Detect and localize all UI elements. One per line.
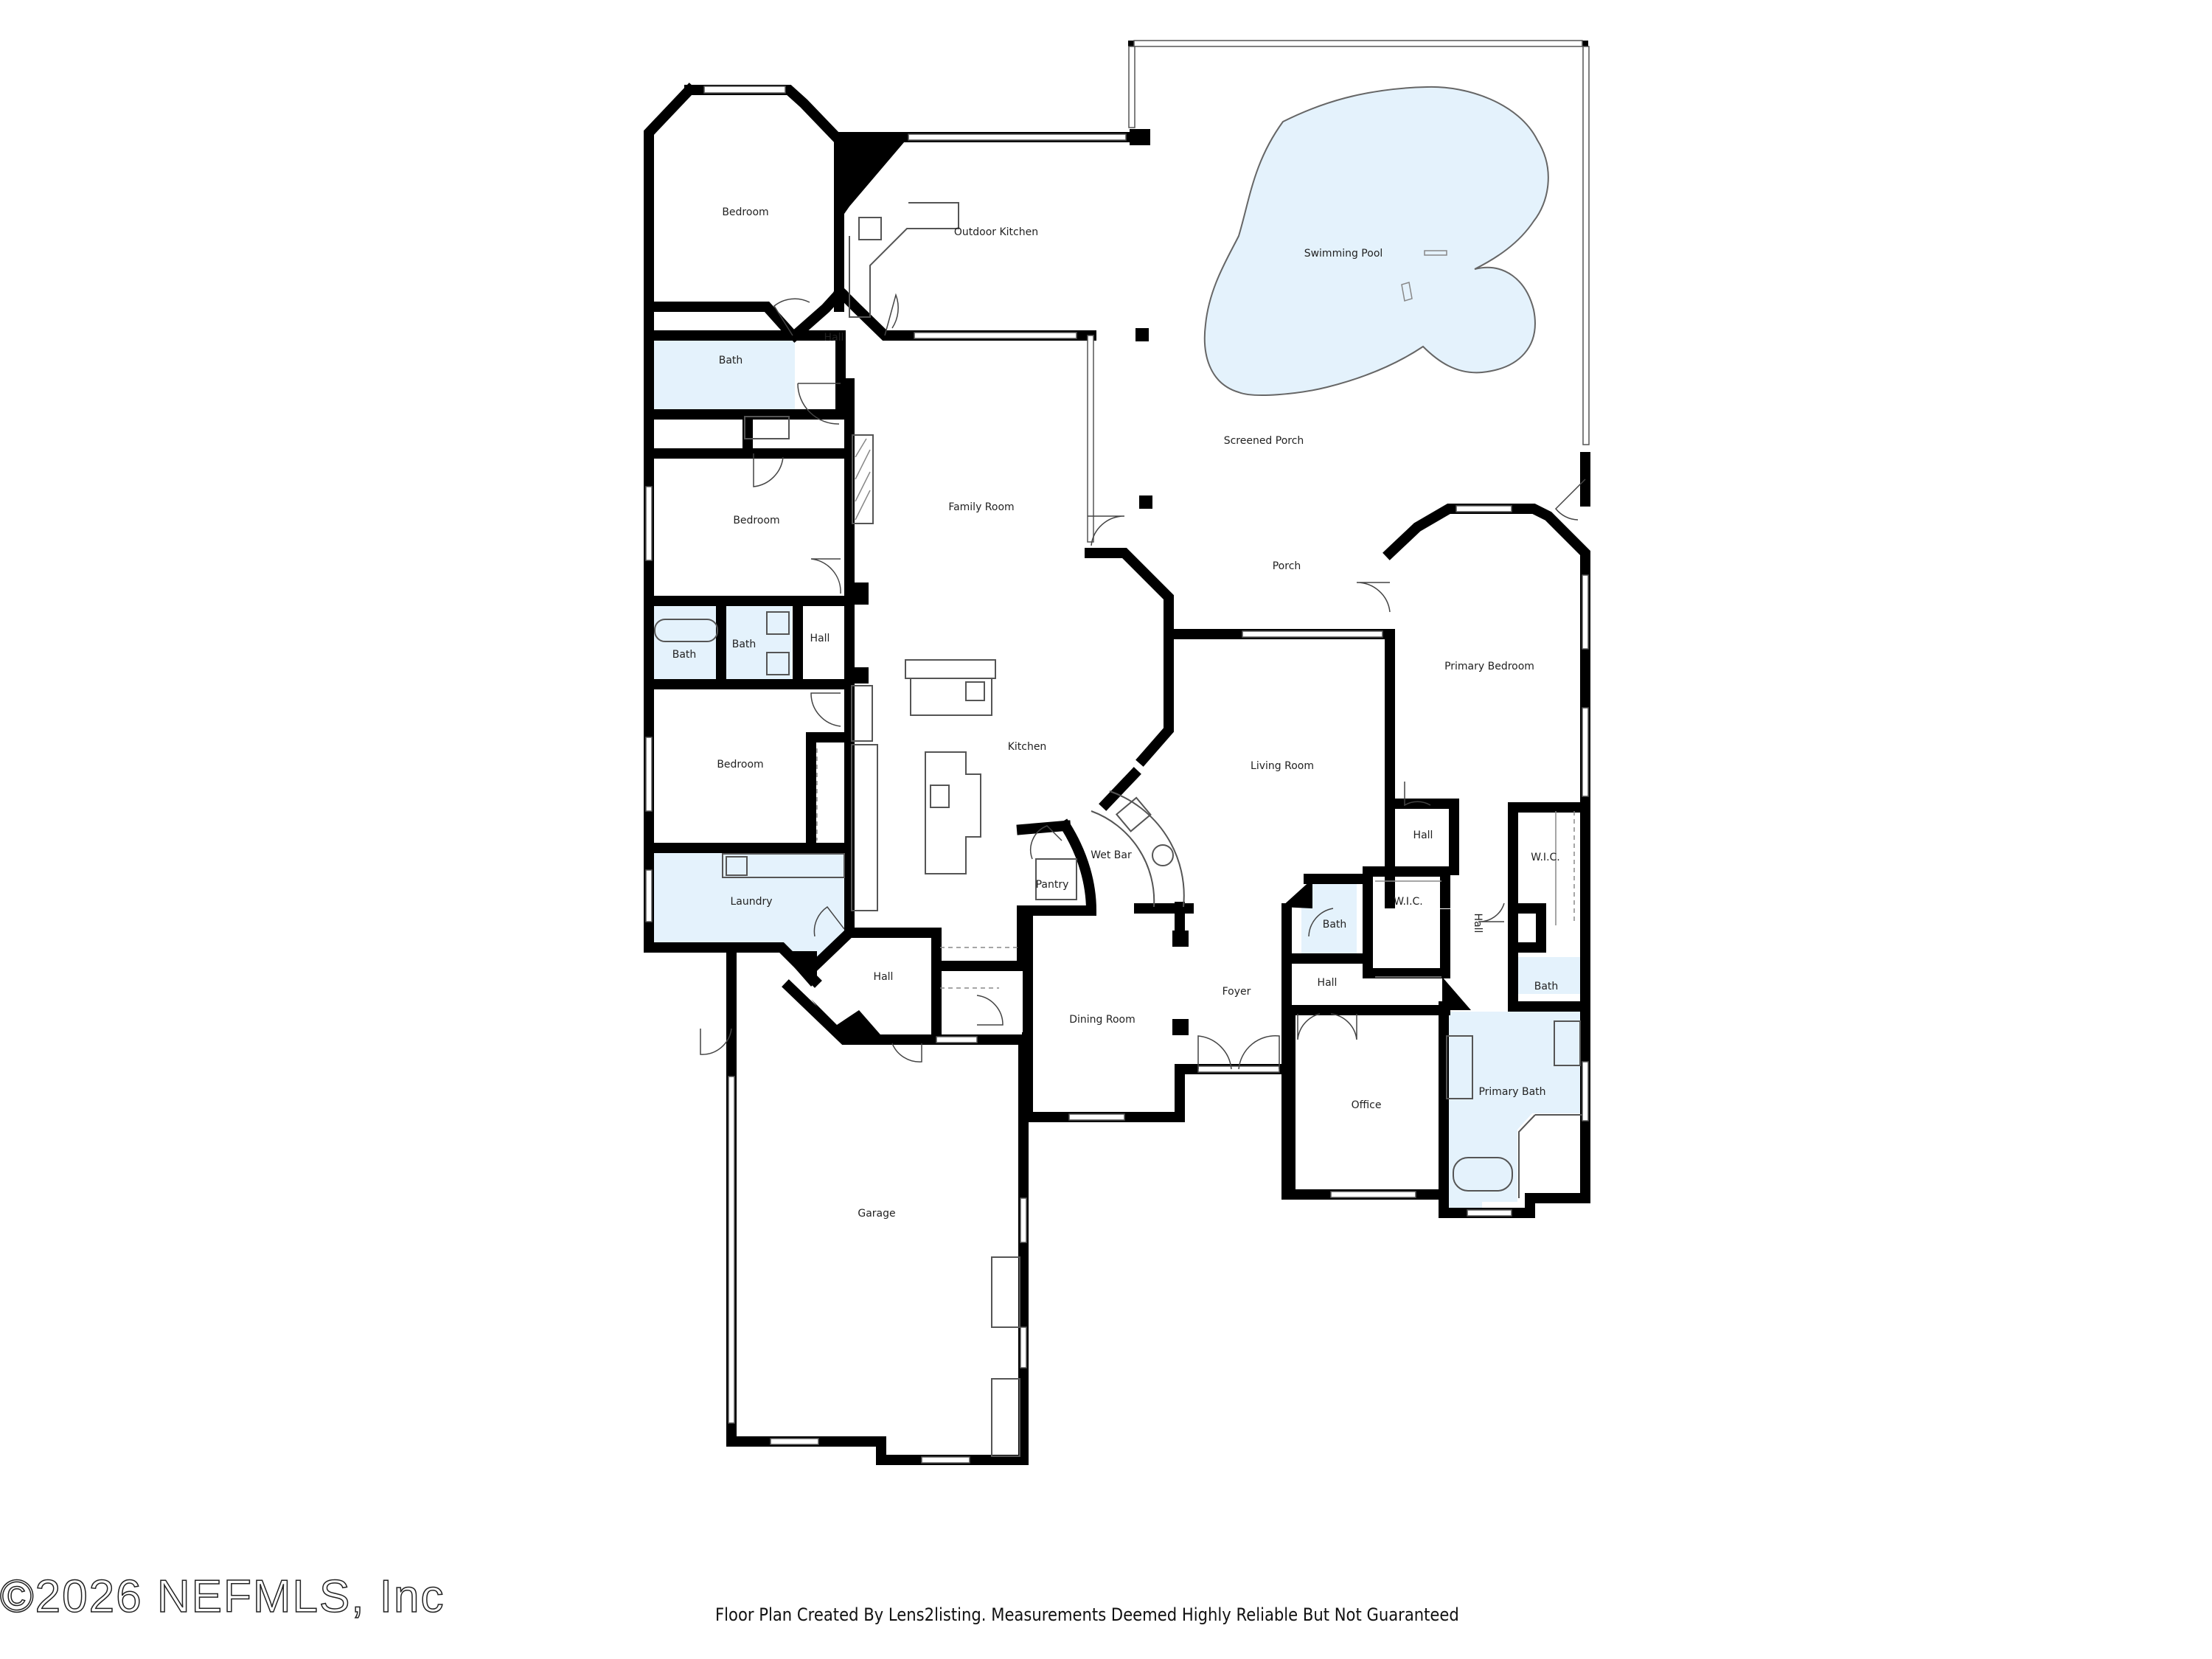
room-label-swimming-pool: Swimming Pool [1304,248,1383,260]
room-label-outdoor-kitchen: Outdoor Kitchen [954,226,1038,238]
room-label-hall-garage: Hall [874,971,894,983]
room-label-kitchen: Kitchen [1008,741,1047,753]
room-label-bedroom-sw: Bedroom [717,759,763,771]
room-label-wic-primary: W.I.C. [1531,852,1560,863]
room-label-pantry: Pantry [1036,879,1069,891]
watermark: ©2026 NEFMLS, Inc [0,1571,445,1623]
room-label-screened-porch: Screened Porch [1224,435,1304,447]
room-label-bath-2: Bath [672,649,697,661]
room-label-bath-3: Bath [732,639,757,650]
room-label-porch: Porch [1273,560,1301,572]
room-label-wic-office: W.I.C. [1394,896,1423,908]
room-label-laundry: Laundry [730,896,772,908]
floor-plan-credit: Floor Plan Created By Lens2listing. Meas… [715,1604,1459,1625]
swimming-pool-shape [1203,86,1549,396]
room-label-wet-bar: Wet Bar [1091,849,1132,861]
room-label-living-room: Living Room [1251,760,1314,772]
room-label-bath-1: Bath [719,355,743,366]
room-label-hall-office: Hall [1318,977,1338,989]
doors [700,293,1586,1070]
walls [644,41,1590,1465]
room-label-dining-room: Dining Room [1069,1014,1135,1026]
room-label-bedroom-west: Bedroom [733,515,779,526]
windows [645,40,1590,1464]
room-label-garage: Garage [858,1208,895,1220]
room-label-foyer: Foyer [1222,986,1251,998]
room-label-bath-5: Bath [1534,981,1559,992]
room-label-bath-4: Bath [1323,919,1347,931]
room-label-hall-vertical: Hall [1472,914,1484,933]
room-label-family-room: Family Room [948,501,1014,513]
room-label-office: Office [1352,1099,1382,1111]
room-label-hall-primary: Hall [1413,830,1433,841]
room-label-bedroom-nw: Bedroom [722,206,768,218]
room-label-hall-north: Hall [824,332,844,344]
fixtures [654,202,1581,1457]
room-label-primary-bedroom: Primary Bedroom [1444,661,1534,672]
room-label-primary-bath: Primary Bath [1478,1086,1545,1098]
room-label-hall-west: Hall [810,633,830,644]
